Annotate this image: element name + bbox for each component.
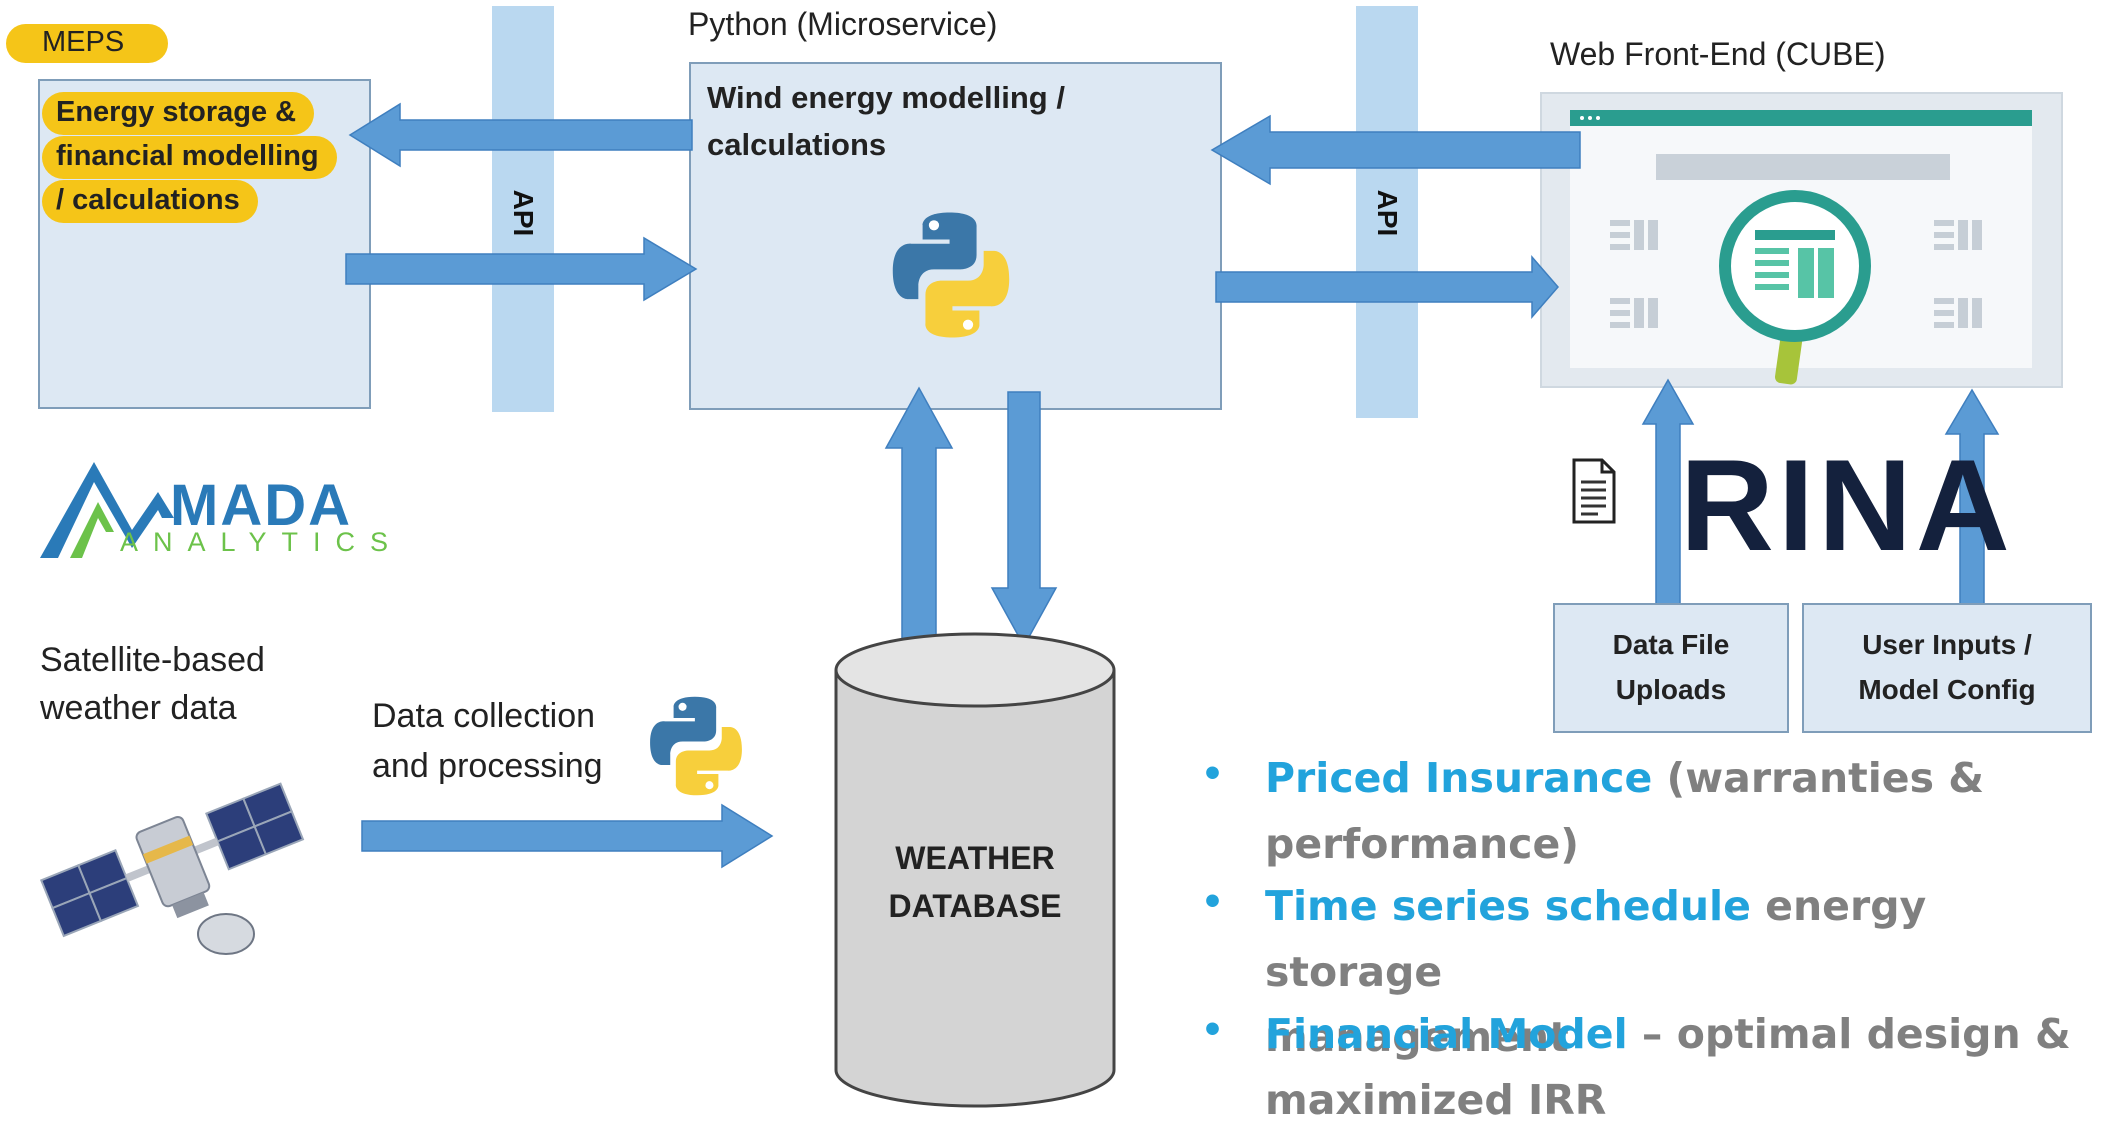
user-inputs-box: User Inputs / Model Config xyxy=(1802,603,2092,733)
dashboard-magnifier-icon xyxy=(1570,110,2032,385)
bullet-rest-2: management xyxy=(1265,1013,1569,1062)
satellite-label-2: weather data xyxy=(40,689,237,727)
arrow-python-to-meps xyxy=(348,102,693,168)
arrow-frontend-to-python xyxy=(1210,114,1581,186)
bullet-priced-insurance: • Priced Insurance (warranties & perform… xyxy=(1201,746,1985,877)
arrow-inputs-to-frontend xyxy=(1944,388,2000,605)
api-bar-right xyxy=(1356,6,1418,418)
database-label-2: DATABASE xyxy=(888,888,1062,924)
bullet-key: Time series schedule xyxy=(1265,882,1751,930)
bullet-key: Priced Insurance xyxy=(1265,754,1653,802)
arrow-uploads-to-frontend xyxy=(1641,378,1695,605)
bullet-rest: energy storage xyxy=(1265,882,1927,996)
uploads-line-2: Uploads xyxy=(1615,674,1727,705)
bullet-financial-model: • Financial Model – optimal design & max… xyxy=(1201,1002,2071,1133)
python-header: Python (Microservice) xyxy=(688,6,998,42)
bullet-rest: – optimal design & xyxy=(1627,1010,2071,1058)
meps-line-1: Energy storage & xyxy=(42,92,315,135)
python-logo-small-icon xyxy=(650,696,742,796)
mada-logo-icon xyxy=(40,462,174,558)
meps-line-3: / calculations xyxy=(42,180,258,223)
bullet-rest-2: maximized IRR xyxy=(1265,1075,1607,1124)
arrow-python-to-db xyxy=(990,391,1058,648)
python-logo-icon xyxy=(892,212,1010,338)
database-label-1: WEATHER xyxy=(895,840,1055,876)
api-bar-left xyxy=(492,6,554,412)
arrow-db-to-python xyxy=(884,386,954,641)
bullet-rest: (warranties & xyxy=(1652,754,1985,802)
satellite-label-1: Satellite-based xyxy=(40,641,265,679)
bullet-time-series: • Time series schedule energy storage ma… xyxy=(1201,874,2105,1071)
flow-arrows xyxy=(345,102,2000,869)
bullet-dot: • xyxy=(1201,754,1225,795)
bullet-key: Financial Model xyxy=(1265,1010,1628,1058)
arrow-collection-to-db xyxy=(361,803,774,869)
rina-logo: RINA xyxy=(1680,432,2014,578)
collection-label-2: and processing xyxy=(372,747,603,785)
inputs-line-1: User Inputs / xyxy=(1862,629,2032,661)
arrow-meps-to-python xyxy=(345,236,698,302)
satellite-icon xyxy=(39,782,305,955)
mada-name: MADA xyxy=(170,473,352,538)
frontend-header: Web Front-End (CUBE) xyxy=(1550,36,1886,72)
meps-line-2: financial modelling xyxy=(42,136,337,179)
arrow-python-to-frontend xyxy=(1215,254,1559,320)
document-icon xyxy=(1572,458,1616,524)
weather-database xyxy=(834,632,1116,1108)
meps-title: MEPS xyxy=(6,24,169,63)
data-file-uploads-box: Data File Uploads xyxy=(1553,603,1789,733)
python-title-1: Wind energy modelling / xyxy=(707,80,1065,115)
collection-label-1: Data collection xyxy=(372,697,596,735)
python-title-2: calculations xyxy=(707,127,887,162)
bullet-dot: • xyxy=(1201,1010,1225,1051)
mada-sub: ANALYTICS xyxy=(120,527,404,557)
inputs-line-2: Model Config xyxy=(1858,674,2036,705)
bullet-dot: • xyxy=(1201,882,1225,923)
uploads-line-1: Data File xyxy=(1612,629,1730,661)
bullet-rest-2: performance) xyxy=(1265,819,1580,868)
